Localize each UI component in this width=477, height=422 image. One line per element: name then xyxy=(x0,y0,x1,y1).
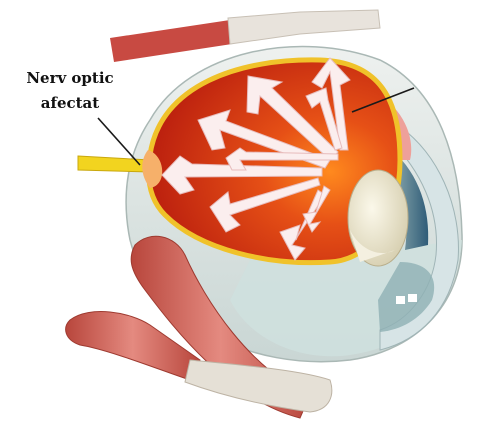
optic-nerve-label-line2: afectat xyxy=(2,91,138,116)
optic-nerve xyxy=(78,150,162,188)
optic-nerve-label: Nerv optic afectat xyxy=(2,66,138,116)
reflection-highlight xyxy=(408,294,417,302)
optic-nerve-label-line1: Nerv optic xyxy=(2,66,138,91)
reflection-highlight xyxy=(396,296,405,304)
